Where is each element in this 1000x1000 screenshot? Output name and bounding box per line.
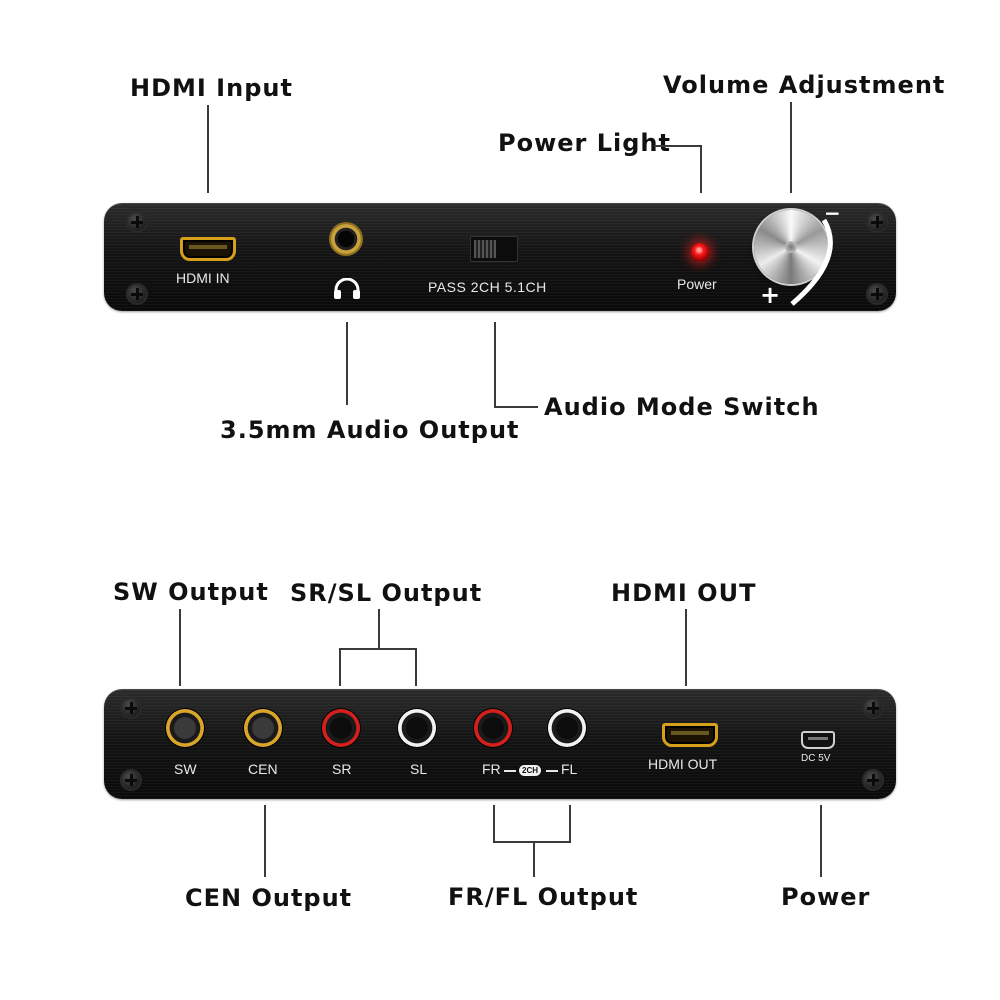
callout-audio-output: 3.5mm Audio Output [220, 416, 520, 444]
volume-plus-label: + [760, 281, 781, 309]
callout-sw-output: SW Output [113, 578, 269, 606]
leader-fr-leg [493, 805, 495, 842]
leader-audio-mode-switch-v [494, 322, 496, 408]
front-panel-body: HDMI IN PASS 2CH 5.1CH Power − + [104, 201, 896, 311]
volume-minus-label: − [824, 201, 841, 225]
hdmi-in-port [180, 237, 236, 261]
leader-sr-leg [339, 648, 341, 686]
leader-fr-fl-stem [533, 841, 535, 877]
rear-panel-body: SW CEN SR SL FR 2CH FL HDMI OUT DC 5V [104, 689, 896, 799]
screw-icon [862, 697, 884, 719]
power-label: Power [677, 276, 717, 292]
hdmi-out-label: HDMI OUT [648, 756, 718, 772]
fr-label: FR [482, 761, 501, 777]
rca-jack-sl [398, 709, 436, 747]
audio-mode-labels: PASS 2CH 5.1CH [428, 279, 547, 295]
rca-jack-sw [166, 709, 204, 747]
rca-jack-cen [244, 709, 282, 747]
fr-dash [504, 770, 516, 772]
volume-knob[interactable] [754, 210, 828, 284]
leader-volume-adjustment [790, 102, 792, 193]
sw-label: SW [174, 761, 197, 777]
callout-fr-fl-output: FR/FL Output [448, 883, 639, 911]
callout-power-light: Power Light [498, 129, 671, 157]
sl-label: SL [410, 761, 428, 777]
fl-dash [546, 770, 558, 772]
screw-icon [120, 769, 142, 791]
sr-label: SR [332, 761, 352, 777]
callout-cen-output: CEN Output [185, 884, 353, 912]
rca-jack-fl [548, 709, 586, 747]
screw-icon [862, 769, 884, 791]
screw-icon [126, 211, 148, 233]
leader-hdmi-input [207, 105, 209, 193]
screw-icon [126, 283, 148, 305]
screw-icon [866, 283, 888, 305]
power-led [691, 243, 709, 261]
leader-audio-output [346, 322, 348, 405]
leader-fr-fl-bar [493, 841, 571, 843]
dc-label: DC 5V [801, 753, 831, 764]
callout-hdmi-out: HDMI OUT [611, 579, 757, 607]
rca-jack-sr [322, 709, 360, 747]
leader-sr-sl-stem [378, 609, 380, 649]
leader-power-light-h [654, 145, 701, 147]
callout-volume-adjustment: Volume Adjustment [663, 71, 946, 99]
leader-audio-mode-switch-h [494, 406, 538, 408]
leader-sl-leg [415, 648, 417, 686]
hdmi-in-label: HDMI IN [176, 270, 230, 286]
audio-3-5mm-jack [331, 224, 361, 254]
leader-power [820, 805, 822, 877]
leader-cen-output [264, 805, 266, 877]
callout-sr-sl-output: SR/SL Output [290, 579, 483, 607]
callout-hdmi-input: HDMI Input [130, 74, 293, 102]
callout-audio-mode-switch: Audio Mode Switch [544, 393, 820, 421]
leader-hdmi-out [685, 609, 687, 686]
rca-jack-fr [474, 709, 512, 747]
two-ch-badge: 2CH [519, 765, 542, 776]
leader-sw-output [179, 609, 181, 686]
audio-mode-switch[interactable] [470, 236, 518, 262]
screw-icon [120, 697, 142, 719]
leader-power-light-v [700, 145, 702, 193]
volume-arc-icon [790, 218, 833, 306]
leader-sr-sl-bar [339, 648, 417, 650]
callout-power: Power [781, 883, 871, 911]
leader-fl-leg [569, 805, 571, 842]
fl-label: FL [561, 761, 578, 777]
hdmi-out-port [662, 723, 718, 747]
dc-power-port [801, 731, 835, 749]
screw-icon [866, 211, 888, 233]
headphone-icon [334, 278, 360, 299]
cen-label: CEN [248, 761, 278, 777]
